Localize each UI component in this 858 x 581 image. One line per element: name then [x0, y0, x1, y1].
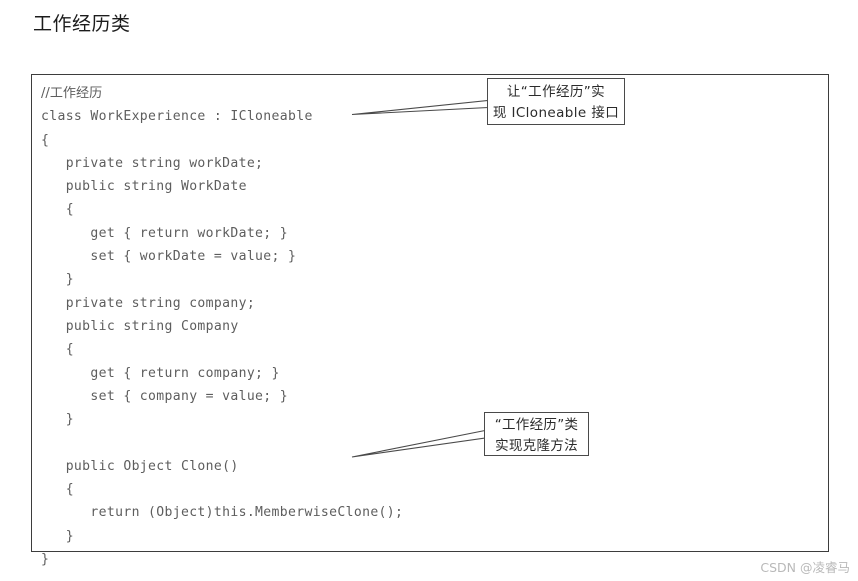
page-title: 工作经历类: [33, 13, 131, 35]
code-listing: //工作经历 class WorkExperience : ICloneable…: [41, 86, 404, 567]
callout-clone-line-1: “工作经历”类: [494, 417, 579, 433]
callout-leader-interface-icon: [351, 99, 489, 116]
callout-clone-line-2: 实现克隆方法: [495, 438, 578, 454]
callout-icloneable-interface: 让“工作经历”实 现 ICloneable 接口: [487, 78, 625, 125]
callout-clone-method: “工作经历”类 实现克隆方法: [484, 412, 589, 456]
callout-interface-line-2: 现 ICloneable 接口: [492, 105, 620, 121]
callout-interface-line-1: 让“工作经历”实: [506, 84, 606, 100]
watermark: CSDN @凌睿马: [760, 560, 850, 575]
callout-leader-clone-icon: [351, 429, 486, 458]
code-block-frame: [31, 74, 829, 552]
